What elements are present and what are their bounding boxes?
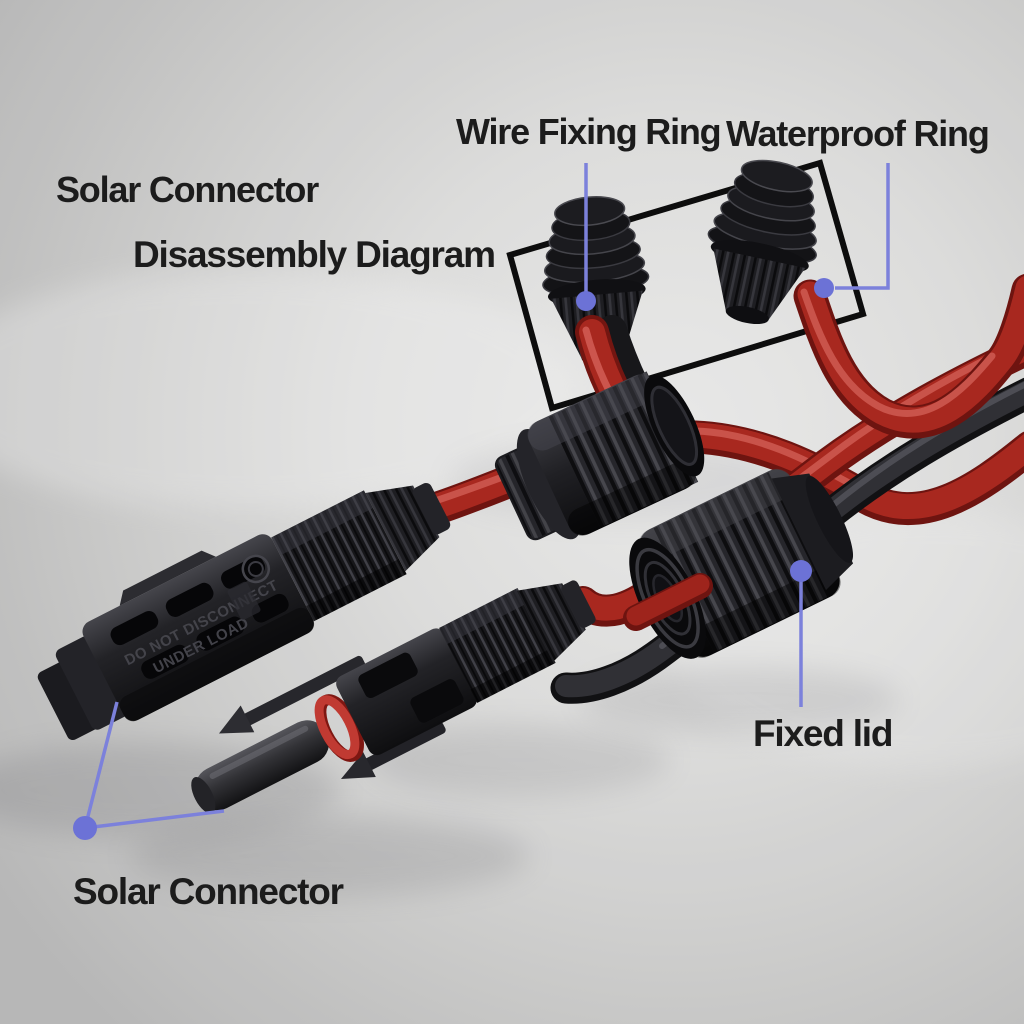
connector-pin — [195, 720, 330, 811]
callout-graphics — [83, 163, 890, 830]
callout-dot-solar-connector — [73, 816, 97, 840]
callout-dot-waterproof-ring — [814, 278, 834, 298]
inset-wire-fixing-ring — [542, 195, 650, 365]
title-line1: Solar Connector — [56, 169, 319, 210]
male-solar-connector — [191, 580, 596, 814]
fixed-lid-cap-1 — [494, 371, 705, 541]
red-cable-upper — [793, 274, 1024, 439]
red-cable-in-cap-mouth — [623, 573, 713, 631]
callout-line-waterproof-ring — [835, 163, 890, 290]
female-solar-connector: DO NOT DISCONNECT UNDER LOAD — [37, 482, 451, 741]
clip-arm-bottom — [351, 721, 446, 777]
callout-dot-fixed-lid — [790, 560, 812, 582]
label-fixed-lid: Fixed lid — [753, 713, 893, 754]
callout-line-solar-connector-b — [84, 809, 225, 830]
label-waterproof-ring: Waterproof Ring — [726, 113, 990, 154]
label-wire-fixing-ring: Wire Fixing Ring — [456, 111, 722, 152]
clip-arm-top — [231, 655, 366, 732]
label-solar-connector: Solar Connector — [73, 871, 344, 912]
fixed-lid-cap-2 — [629, 468, 854, 659]
inset-waterproof-ring-gland — [707, 159, 817, 325]
inset-box-frame — [506, 159, 867, 412]
certification-mark — [241, 554, 271, 584]
title-line2: Disassembly Diagram — [133, 234, 496, 275]
callout-line-solar-connector-a — [83, 701, 119, 829]
callout-dot-wire-fixing-ring — [576, 291, 596, 311]
light-streak — [0, 270, 580, 510]
callout-dots — [73, 278, 834, 840]
